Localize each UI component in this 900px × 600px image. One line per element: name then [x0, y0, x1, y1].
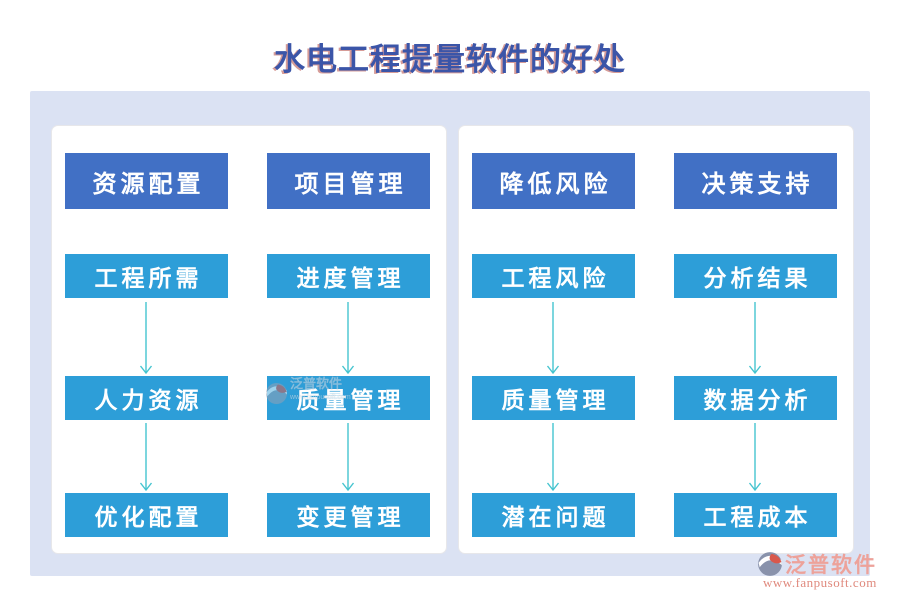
down-arrow-icon — [748, 423, 762, 491]
down-arrow-icon — [546, 302, 560, 374]
flow-column-resource: 资源配置 工程所需 人力资源 优化配置 — [65, 126, 228, 553]
flow-header-resource: 资源配置 — [65, 153, 228, 209]
down-arrow-icon — [139, 302, 153, 374]
fanpu-logo-icon — [758, 552, 782, 576]
flow-box: 质量管理 — [267, 376, 430, 420]
flow-box: 工程所需 — [65, 254, 228, 298]
flow-box: 数据分析 — [674, 376, 837, 420]
down-arrow-icon — [341, 302, 355, 374]
flow-box: 潜在问题 — [472, 493, 635, 537]
brand-url: www.fanpusoft.com — [763, 575, 877, 590]
flow-box: 工程风险 — [472, 254, 635, 298]
flow-box: 进度管理 — [267, 254, 430, 298]
flow-column-project: 项目管理 进度管理 质量管理 变更管理 — [267, 126, 430, 553]
flow-box: 优化配置 — [65, 493, 228, 537]
flow-header-decision: 决策支持 — [674, 153, 837, 209]
flow-column-decision: 决策支持 分析结果 数据分析 工程成本 — [674, 126, 837, 553]
panel-right: 降低风险 工程风险 质量管理 潜在问题 决策支持 分析结果 数据分析 工程成本 — [458, 125, 854, 554]
down-arrow-icon — [139, 423, 153, 491]
flow-box: 质量管理 — [472, 376, 635, 420]
flow-box: 人力资源 — [65, 376, 228, 420]
down-arrow-icon — [546, 423, 560, 491]
flow-header-project: 项目管理 — [267, 153, 430, 209]
diagram-container: 资源配置 工程所需 人力资源 优化配置 项目管理 进度管理 质量管理 变更管理 … — [30, 91, 870, 576]
panel-left: 资源配置 工程所需 人力资源 优化配置 项目管理 进度管理 质量管理 变更管理 — [51, 125, 447, 554]
flow-box: 分析结果 — [674, 254, 837, 298]
page-title: 水电工程提量软件的好处 — [274, 42, 626, 77]
flow-box: 变更管理 — [267, 493, 430, 537]
flow-box: 工程成本 — [674, 493, 837, 537]
flow-header-risk: 降低风险 — [472, 153, 635, 209]
down-arrow-icon — [341, 423, 355, 491]
flow-column-risk: 降低风险 工程风险 质量管理 潜在问题 — [472, 126, 635, 553]
brand-block: 泛普软件 www.fanpusoft.com — [750, 548, 895, 594]
brand-name: 泛普软件 — [785, 553, 877, 577]
down-arrow-icon — [748, 302, 762, 374]
